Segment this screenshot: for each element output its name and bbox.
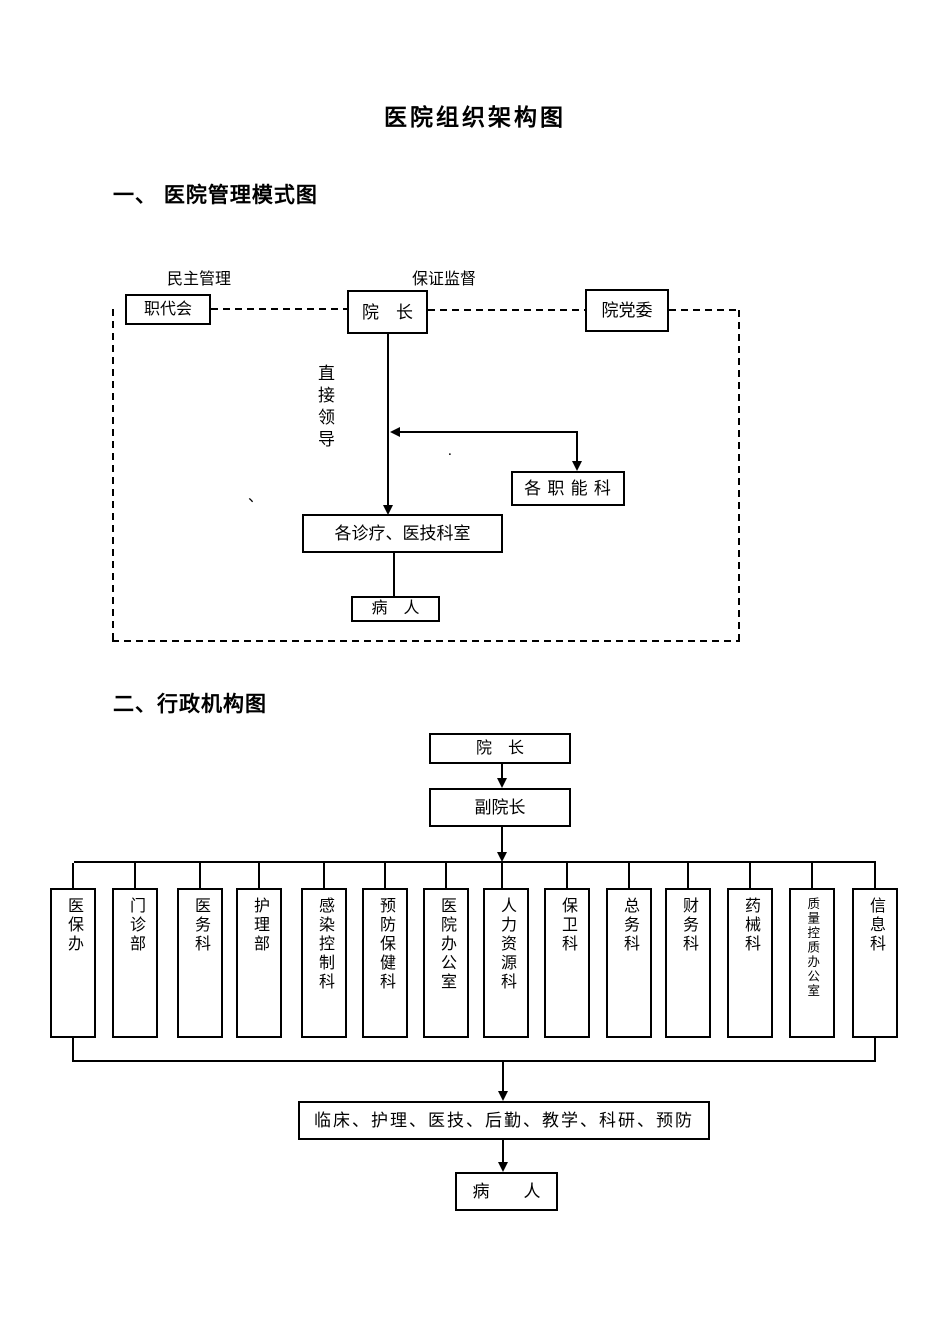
arrowhead-into-functional <box>572 461 582 471</box>
collector-stub-left <box>72 1038 74 1062</box>
dept-label: 财务科 <box>680 897 697 954</box>
dept-box-security: 保卫科 <box>544 888 590 1038</box>
dept-stub <box>501 863 503 888</box>
dept-box-medical-insurance: 医保办 <box>50 888 96 1038</box>
dashed-connector-party-border <box>669 309 740 311</box>
dept-label: 质量控质办公室 <box>805 897 820 999</box>
dept-stub <box>323 863 325 888</box>
dept-label: 医务科 <box>192 897 209 954</box>
dept-stub <box>384 863 386 888</box>
connector-collector-service <box>502 1062 504 1092</box>
dashed-border-left <box>112 309 114 642</box>
dashed-connector-staff-president <box>211 308 347 310</box>
label-direct-leadership: 直接领导 <box>315 364 334 452</box>
dept-label: 信息科 <box>867 897 884 954</box>
arrowhead-into-clinical <box>383 505 393 515</box>
dept-stub <box>199 863 201 888</box>
dept-label: 感染控制科 <box>316 897 333 992</box>
collector-stub-right <box>874 1038 876 1062</box>
dept-box-quality-control: 质量控质办公室 <box>789 888 835 1038</box>
section2-heading: 二、行政机构图 <box>113 693 267 716</box>
arrowhead-into-vice-president <box>497 778 507 788</box>
dept-box-nursing: 护理部 <box>236 888 282 1038</box>
dept-box-general-services: 总务科 <box>606 888 652 1038</box>
dept-stub <box>134 863 136 888</box>
dept-box-preventive-healthcare: 预防保健科 <box>362 888 408 1038</box>
connector-president-vice <box>501 764 503 780</box>
party-committee-box: 院党委 <box>585 289 669 332</box>
arrowhead-into-distribution-line <box>497 852 507 862</box>
dept-label: 总务科 <box>621 897 638 954</box>
dept-box-information: 信息科 <box>852 888 898 1038</box>
dept-label: 药械科 <box>742 897 759 954</box>
dept-box-finance: 财务科 <box>665 888 711 1038</box>
stray-comma-mark: 、 <box>248 489 264 505</box>
arrowhead-into-service <box>498 1091 508 1101</box>
dept-stub <box>749 863 751 888</box>
service-categories-box: 临床、护理、医技、后勤、教学、科研、预防 <box>298 1101 710 1140</box>
dept-stub <box>687 863 689 888</box>
arrowhead-into-patient <box>498 1162 508 1172</box>
dept-stub <box>566 863 568 888</box>
dept-box-medical-affairs: 医务科 <box>177 888 223 1038</box>
dept-box-pharmacy-equipment: 药械科 <box>727 888 773 1038</box>
dashed-border-right <box>738 310 740 642</box>
arrowhead-into-president-line <box>390 427 400 437</box>
label-democratic-management: 民主管理 <box>167 271 232 288</box>
connector-clinical-patient <box>393 553 395 596</box>
dept-box-infection-control: 感染控制科 <box>301 888 347 1038</box>
patient-box: 病 人 <box>351 596 440 622</box>
section1-heading: 一、 医院管理模式图 <box>113 184 318 207</box>
functional-depts-box: 各 职 能 科 <box>511 471 625 506</box>
distribution-line-top <box>74 861 876 863</box>
dept-label: 医院办公室 <box>438 897 455 992</box>
dept-stub <box>628 863 630 888</box>
dept-label: 护理部 <box>251 897 268 954</box>
patient-box-2: 病 人 <box>455 1172 558 1211</box>
dashed-border-bottom <box>112 640 740 642</box>
connector-functional-vertical <box>576 431 578 463</box>
dept-label: 预防保健科 <box>377 897 394 992</box>
dept-stub <box>72 863 74 888</box>
president-box-2: 院 长 <box>429 733 571 764</box>
dept-box-human-resources: 人力资源科 <box>483 888 529 1038</box>
page-title: 医院组织架构图 <box>384 104 566 130</box>
label-guarantee-supervision: 保证监督 <box>412 271 477 288</box>
dept-stub <box>874 863 876 888</box>
connector-vice-distribution <box>501 827 503 854</box>
connector-service-patient <box>502 1140 504 1164</box>
staff-congress-box: 职代会 <box>125 294 211 325</box>
dept-label: 人力资源科 <box>498 897 515 992</box>
vice-president-box: 副院长 <box>429 788 571 827</box>
dept-label: 保卫科 <box>559 897 576 954</box>
president-box: 院 长 <box>347 290 428 334</box>
clinical-depts-box: 各诊疗、医技科室 <box>302 514 503 553</box>
dept-stub <box>445 863 447 888</box>
dept-box-outpatient: 门诊部 <box>112 888 158 1038</box>
collector-line-bottom <box>72 1060 876 1062</box>
dept-label: 门诊部 <box>127 897 144 954</box>
dept-stub <box>811 863 813 888</box>
connector-president-clinical <box>387 334 389 512</box>
dashed-connector-president-party <box>428 309 585 311</box>
connector-functional-horizontal <box>398 431 578 433</box>
dept-box-hospital-office: 医院办公室 <box>423 888 469 1038</box>
dept-stub <box>258 863 260 888</box>
stray-dot-mark: . <box>448 443 452 459</box>
dept-label: 医保办 <box>65 897 82 954</box>
